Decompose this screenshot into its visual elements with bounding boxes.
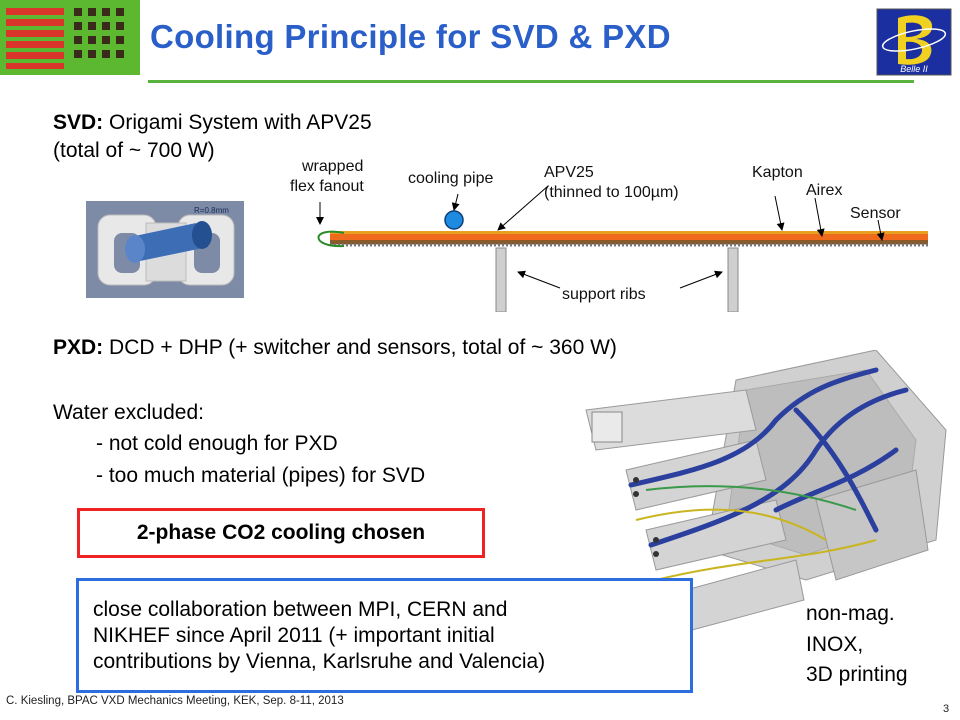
side-note-2: INOX, xyxy=(806,633,864,656)
page-number: 3 xyxy=(943,703,950,715)
label-kapton: Kapton xyxy=(752,164,803,181)
label-wrapped: wrapped xyxy=(302,158,364,175)
label-apv25: APV25 xyxy=(544,164,594,181)
title-divider xyxy=(148,80,914,83)
belle2-logo: Belle II xyxy=(876,8,952,76)
water-heading: Water excluded: xyxy=(53,401,204,424)
diagram-arrows xyxy=(316,185,885,289)
label-airex: Airex xyxy=(806,182,843,199)
label-support-ribs: support ribs xyxy=(562,286,646,303)
collaboration-box: close collaboration between MPI, CERN an… xyxy=(76,578,693,693)
label-flex-fanout: flex fanout xyxy=(290,178,364,195)
side-note-1: non-mag. xyxy=(806,602,895,625)
page-title: Cooling Principle for SVD & PXD xyxy=(150,18,671,55)
svd-heading: SVD: xyxy=(53,111,104,134)
cooling-pipe-icon xyxy=(444,210,464,230)
water-reason-2: - too much material (pipes) for SVD xyxy=(96,464,426,487)
svd-cross-section-diagram xyxy=(317,230,928,312)
collab-line-2: NIKHEF since April 2011 (+ important ini… xyxy=(93,624,495,647)
svd-line2: (total of ~ 700 W) xyxy=(53,139,215,162)
footer-citation: C. Kiesling, BPAC VXD Mechanics Meeting,… xyxy=(6,695,344,707)
pxd-cooling-block-render xyxy=(585,350,947,631)
svd-description: Origami System with APV25 xyxy=(109,111,372,134)
water-reason-1: - not cold enough for PXD xyxy=(96,432,338,455)
label-cooling-pipe: cooling pipe xyxy=(408,170,494,187)
pipe-radius-label: R=0.8mm xyxy=(194,206,229,215)
detector-logo xyxy=(0,0,140,75)
pxd-line: PXD: DCD + DHP (+ switcher and sensors, … xyxy=(53,335,617,361)
collab-line-1: close collaboration between MPI, CERN an… xyxy=(93,598,508,621)
svd-line1: SVD: Origami System with APV25 xyxy=(53,110,372,136)
co2-cooling-chosen-box: 2-phase CO2 cooling chosen xyxy=(77,508,485,558)
side-note-3: 3D printing xyxy=(806,663,908,686)
label-apv25-thinned: (thinned to 100µm) xyxy=(544,184,679,201)
origami-clip-render: R=0.8mm xyxy=(86,201,244,298)
collab-line-3: contributions by Vienna, Karlsruhe and V… xyxy=(93,650,546,673)
label-sensor: Sensor xyxy=(850,205,901,222)
logo-text: Belle II xyxy=(900,64,928,74)
pxd-heading: PXD: xyxy=(53,336,104,359)
pxd-description: DCD + DHP (+ switcher and sensors, total… xyxy=(109,336,617,359)
